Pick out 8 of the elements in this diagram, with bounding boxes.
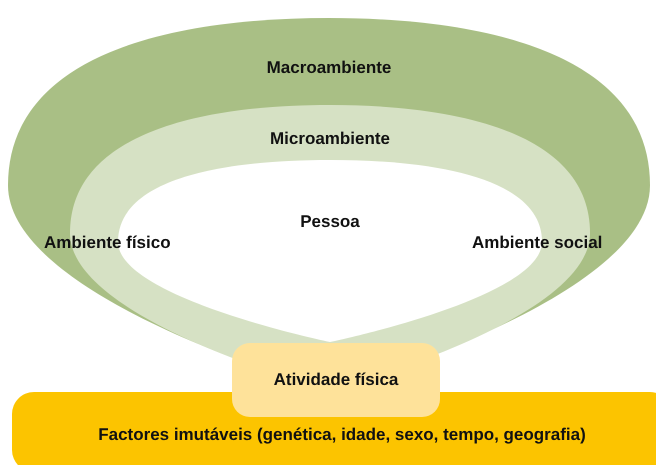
ring-label: Ambiente social [472, 233, 602, 253]
node-label: Atividade física [274, 370, 398, 390]
node-label: Factores imutáveis (genética, idade, sexo, tempo, geografia) [98, 425, 586, 445]
node-label: Microambiente [269, 129, 391, 149]
node-label: Pessoa [299, 212, 361, 232]
activity-box [232, 343, 440, 417]
node-label: Macroambiente [266, 58, 392, 78]
ring-label: Ambiente físico [44, 233, 171, 253]
